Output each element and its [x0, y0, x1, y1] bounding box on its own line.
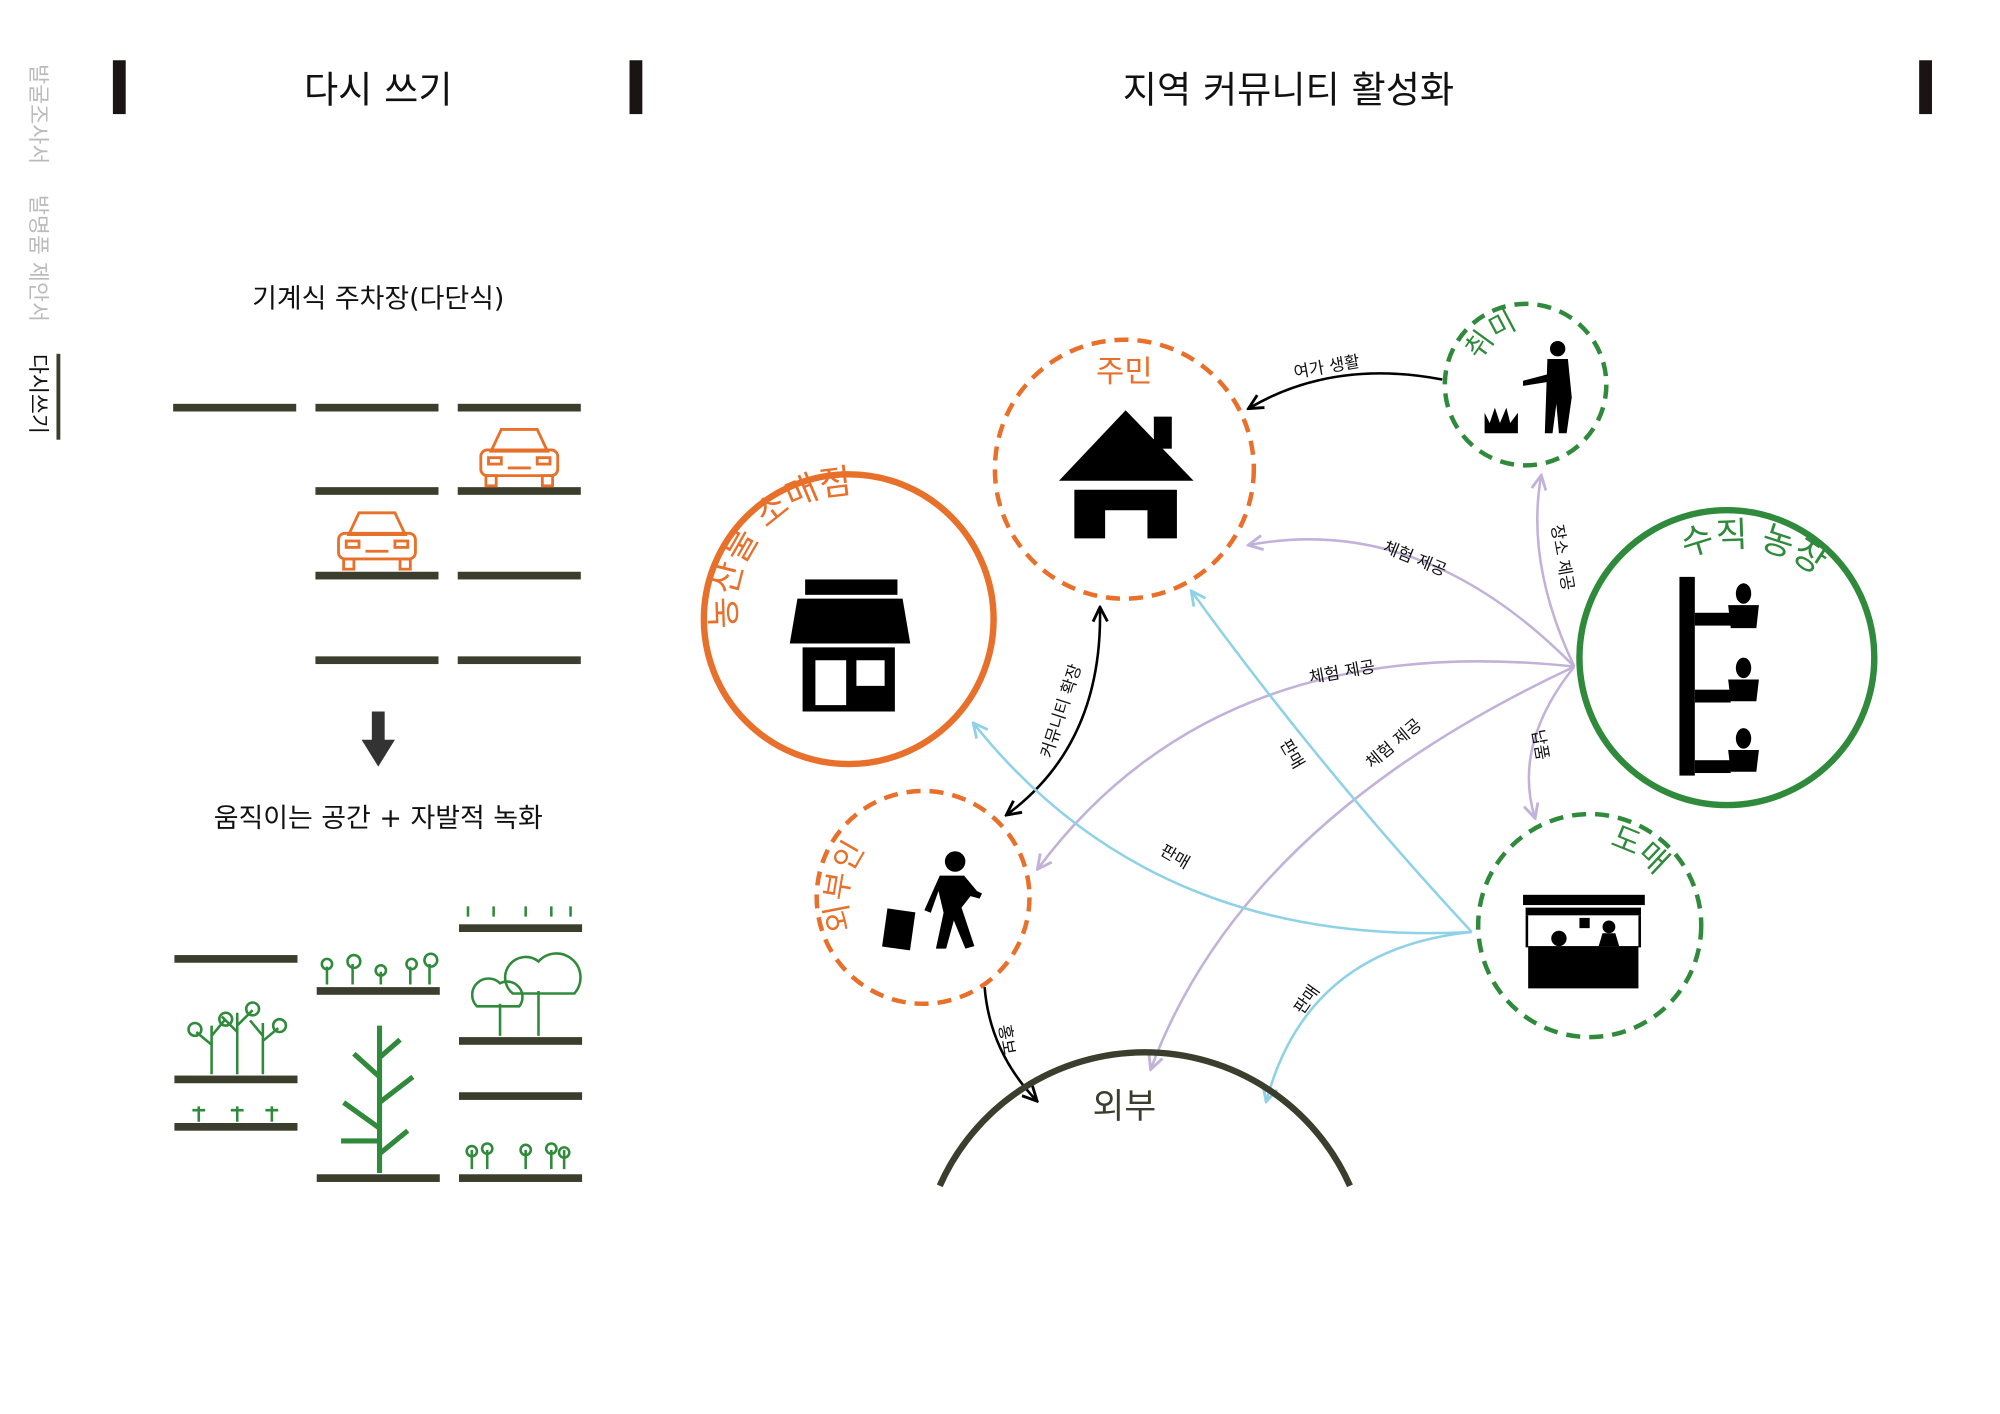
- garden-shelves: [174, 924, 583, 1182]
- edge-label-exp1: 체험 제공: [1381, 537, 1450, 580]
- edge-exp2: [1038, 660, 1575, 868]
- down-arrow-icon: [361, 711, 395, 767]
- header-bar-mid: [629, 60, 643, 115]
- edge-label-place: 장소 제공: [1547, 523, 1577, 592]
- plant-icons: [187, 906, 582, 1173]
- left-title: 다시 쓰기: [304, 68, 453, 112]
- edge-label-sale1: 판매: [1276, 736, 1308, 772]
- edge-leisure: [1250, 372, 1443, 407]
- node-residents: 주민: [992, 337, 1257, 601]
- node-hobby: 취미: [1442, 301, 1609, 468]
- edge-label-exp3: 체험 제공: [1362, 715, 1425, 772]
- before-label: 기계식 주차장(다단식): [252, 284, 504, 315]
- edge-community: [1008, 609, 1100, 814]
- header-bar-right: [1919, 60, 1932, 115]
- traveler-icon: [882, 851, 983, 951]
- edge-label-community: 커뮤니티 확장: [1037, 662, 1085, 760]
- parking-shelves: [173, 403, 581, 665]
- edge-sale3: [1267, 930, 1472, 1100]
- node-vertical-farm: 수직 농장: [1576, 507, 1878, 809]
- header-bar-left: [112, 60, 126, 115]
- sidebar-item-rewrite[interactable]: 다시쓰기: [25, 354, 50, 434]
- edge-exp1: [1250, 539, 1576, 668]
- sidebar: 발굴조사서 발명품 제안서 다시쓰기: [25, 64, 61, 440]
- car-icon: [479, 428, 560, 488]
- car-icon: [337, 511, 417, 571]
- sidebar-item-excavation-report[interactable]: 발굴조사서: [25, 64, 50, 164]
- left-panel: 다시 쓰기 기계식 주차장(다단식) 움직이는 공간 + 자발적 녹화: [112, 60, 643, 1182]
- node-visitors: 외부인: [814, 788, 1032, 1007]
- gardener-icon: [1484, 341, 1572, 434]
- active-indicator: [56, 353, 61, 440]
- market-stall-icon: [1523, 894, 1645, 989]
- house-icon: [1058, 410, 1194, 539]
- after-label: 움직이는 공간 + 자발적 녹화: [214, 803, 543, 834]
- node-label-residents: 주민: [1096, 354, 1153, 390]
- vertical-farm-icon: [1679, 576, 1759, 776]
- edge-supply: [1529, 665, 1576, 817]
- sidebar-item-invention-proposal[interactable]: 발명품 제안서: [25, 195, 50, 322]
- edge-sale1: [1192, 592, 1473, 933]
- edge-place: [1537, 477, 1576, 668]
- node-label-outside: 외부: [1093, 1087, 1157, 1127]
- right-panel: 지역 커뮤니티 활성화 여가 생활 장소 제공 체험 제공 체험 제공 체험 제…: [700, 60, 1932, 1188]
- node-outside: 외부: [936, 1049, 1353, 1188]
- edge-label-sale3: 판매: [1290, 982, 1323, 1018]
- right-title: 지역 커뮤니티 활성화: [1123, 68, 1454, 112]
- store-icon: [789, 579, 911, 712]
- edge-label-exp2: 체험 제공: [1308, 657, 1377, 687]
- edge-label-promo: 홍보: [995, 1023, 1019, 1056]
- node-retail: 농산물 소매점: [700, 462, 997, 768]
- node-wholesale: 도매: [1475, 811, 1704, 1040]
- edges: [974, 372, 1576, 1100]
- edge-label-sale2: 판매: [1157, 841, 1193, 873]
- edge-sale2: [974, 724, 1472, 935]
- edge-label-supply: 납품: [1528, 728, 1552, 761]
- edge-exp3: [1151, 665, 1575, 1068]
